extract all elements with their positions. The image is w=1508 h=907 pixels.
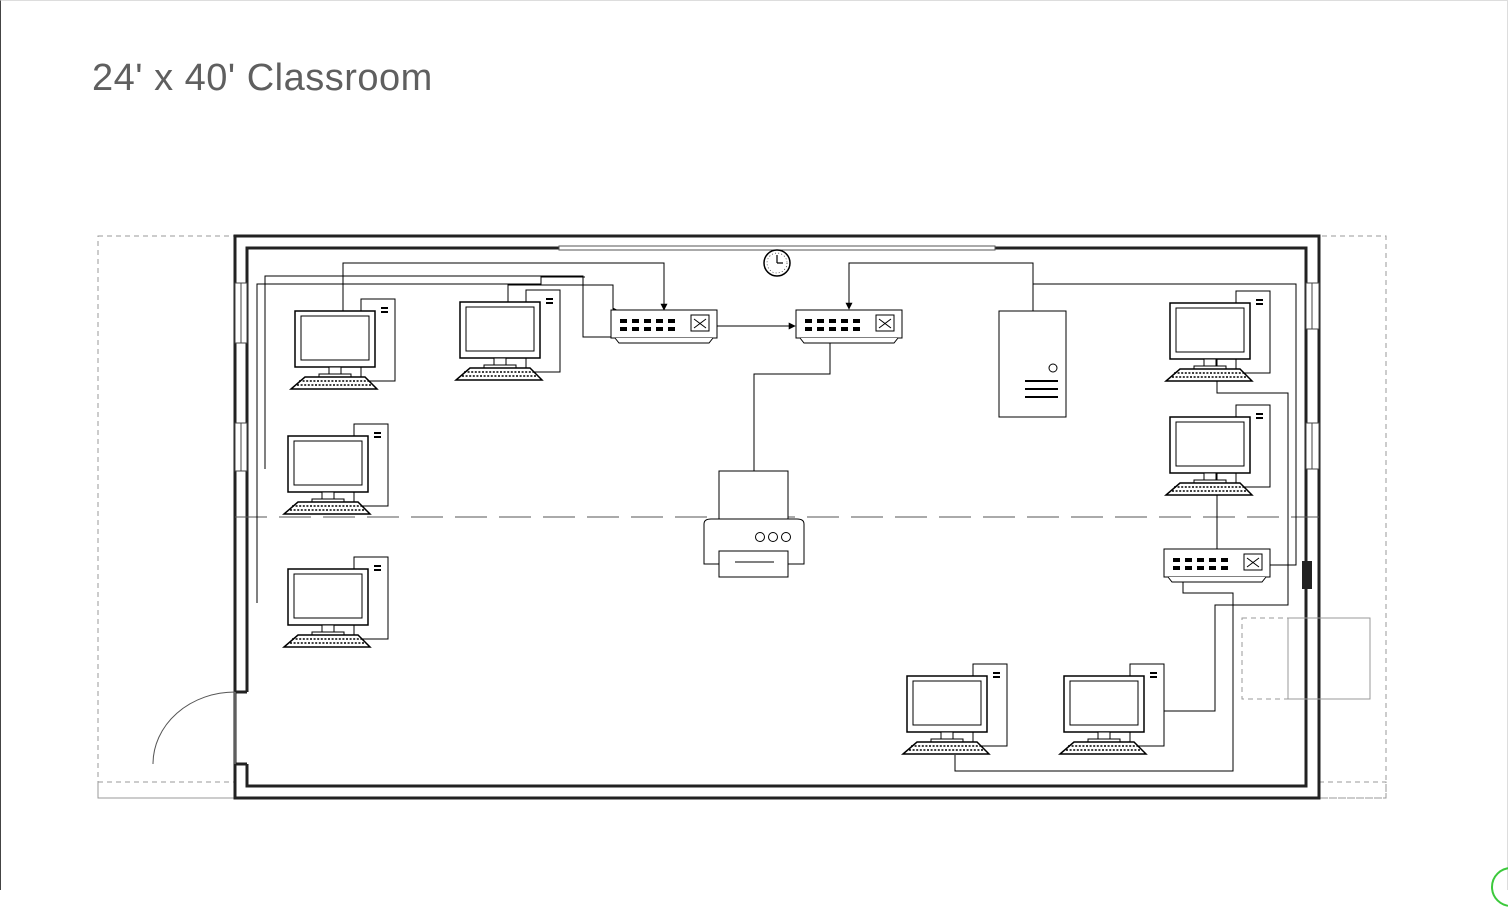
desktop-computer-icon[interactable] (283, 556, 389, 648)
network-switch-icon[interactable] (795, 309, 903, 344)
desktop-computer-icon[interactable] (290, 298, 396, 390)
desktop-computer-icon[interactable] (455, 289, 561, 381)
wall-clock-icon (763, 249, 791, 277)
desktop-computer-icon[interactable] (1165, 290, 1271, 382)
desktop-computer-icon[interactable] (1165, 404, 1271, 496)
windows (234, 282, 1320, 589)
desktop-computer-icon[interactable] (1059, 663, 1165, 755)
desktop-computer-icon[interactable] (902, 663, 1008, 755)
printer-icon[interactable] (703, 470, 805, 578)
network-switch-icon[interactable] (610, 309, 718, 344)
door-swing-icon (152, 691, 236, 765)
desktop-computer-icon[interactable] (283, 423, 389, 515)
dashed-table (1241, 617, 1371, 700)
server-tower-icon[interactable] (998, 310, 1067, 418)
network-switch-icon[interactable] (1163, 548, 1271, 583)
page-title: 24' x 40' Classroom (92, 57, 433, 99)
